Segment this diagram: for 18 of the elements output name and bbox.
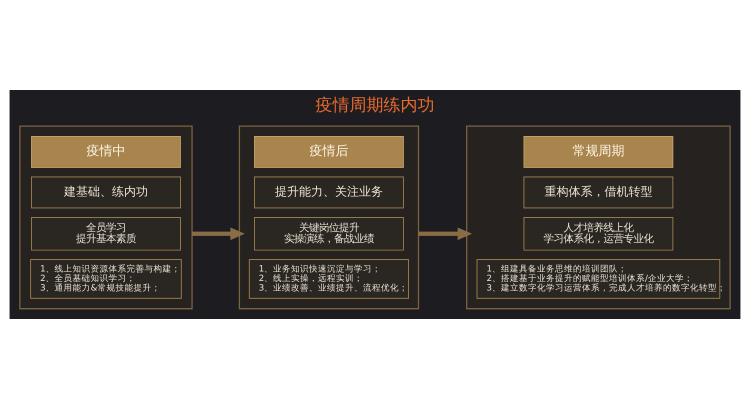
cluster	[238, 126, 420, 310]
cluster	[466, 126, 731, 310]
node-box: 疫情后	[254, 136, 404, 168]
node-box: 1、组建具备业务思维的培训团队； 2、搭建基于业务提升的赋能型培训体系/企业大学； 3、建立数字化学习运营体系，完成人才培养的数字化转型；	[476, 259, 720, 299]
node-box: 关键岗位提升 实操演练，备战业绩	[254, 216, 404, 251]
node-box: 1、业务知识快速沉淀与学习； 2、线上实操，远程实训； 3、业绩改善、业绩提升、流程优化；	[248, 259, 409, 299]
node-box: 常规周期	[524, 136, 674, 168]
node-box: 全员学习 提升基本素质	[31, 216, 181, 251]
arrow	[192, 227, 245, 240]
node-box: 提升能力、关注业务	[254, 176, 404, 208]
node-box: 疫情中	[31, 136, 181, 168]
node-box: 建基础、练内功	[31, 176, 181, 208]
node-box: 人才培养线上化 学习体系化，运营专业化	[524, 216, 674, 251]
cluster	[19, 126, 193, 310]
node-box: 重构体系，借机转型	[524, 176, 674, 208]
arrow	[418, 227, 472, 240]
node-box: 1、线上知识资源体系完善与构建； 2、全员基础知识学习； 3、通用能力&常规技能提升；	[30, 259, 182, 299]
diagram-title: 疫情周期练内功	[316, 96, 434, 116]
